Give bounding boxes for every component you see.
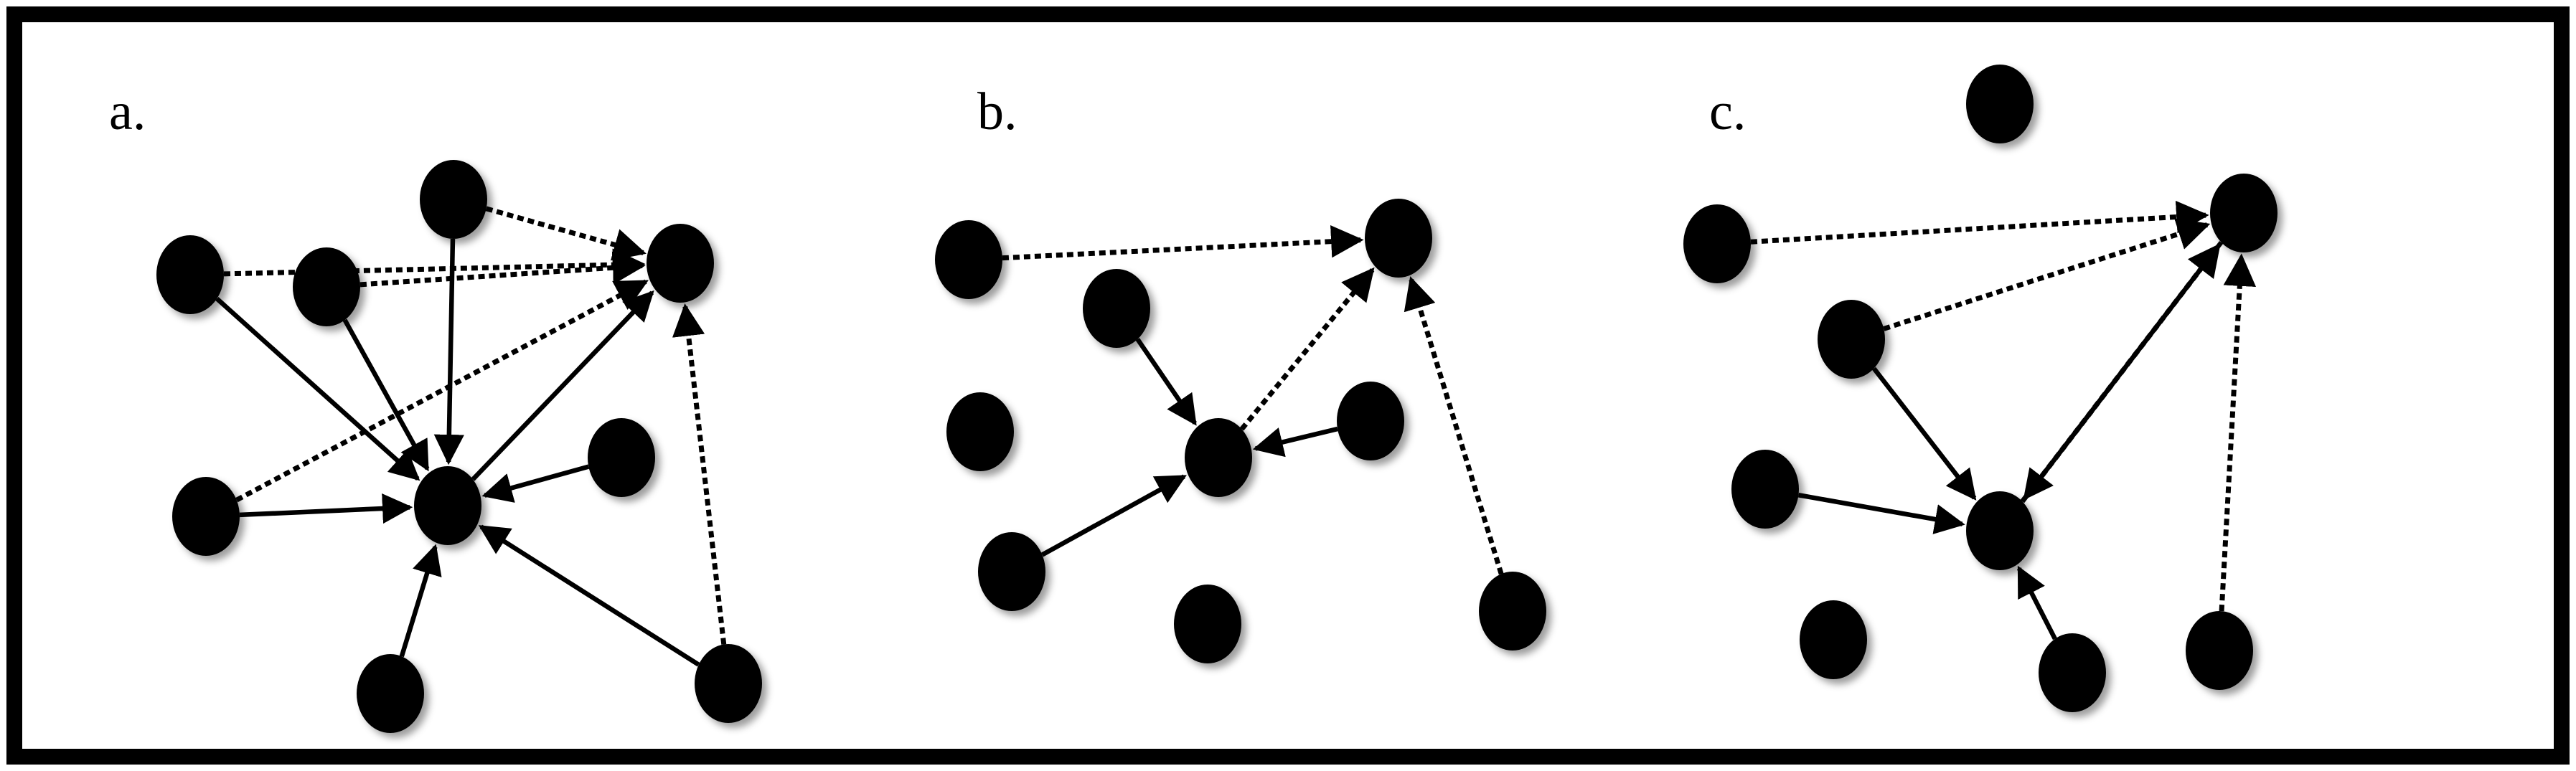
node-a1	[156, 235, 224, 314]
edge-a2-to-a6	[359, 251, 646, 288]
node-a9	[695, 644, 762, 723]
node-a7	[588, 418, 655, 497]
node-c5	[1731, 450, 1799, 529]
node-b9	[1479, 572, 1546, 651]
edge-a8-to-a5	[399, 544, 442, 658]
node-a8	[357, 654, 424, 733]
edge-a4-to-a5	[239, 493, 413, 524]
edge-c4-to-c6	[1872, 366, 1977, 501]
edge-a7-to-a5	[481, 464, 590, 503]
figure-frame	[6, 6, 2570, 765]
edge-b6-to-b5	[1252, 426, 1338, 458]
edge-c9-to-c3	[2219, 253, 2257, 612]
panel-b-label: b.	[977, 82, 1017, 141]
edge-a2-to-a5	[342, 318, 430, 472]
edge-a9-to-a5	[478, 524, 700, 667]
nodes-layer	[156, 65, 2277, 733]
edge-a5-to-a6	[471, 290, 654, 481]
node-c4	[1818, 300, 1885, 379]
node-b6	[1337, 382, 1404, 460]
node-b2	[1365, 199, 1432, 278]
node-b4	[946, 392, 1014, 471]
edge-c3-to-c6	[2023, 240, 2224, 501]
edge-b5-to-b2	[1239, 267, 1375, 431]
node-b7	[978, 532, 1045, 611]
panel-a-label: a.	[109, 82, 146, 141]
node-a6	[647, 224, 714, 303]
edge-a1-to-a5	[215, 297, 420, 481]
edge-a4-to-a6	[235, 279, 649, 503]
node-b8	[1174, 585, 1241, 663]
node-c1	[1966, 65, 2034, 143]
edge-a9-to-a6	[672, 303, 727, 645]
edge-a1-to-a6	[223, 248, 646, 281]
node-c3	[2210, 174, 2277, 252]
node-a2	[293, 247, 360, 326]
node-c2	[1683, 204, 1751, 283]
edge-a3-to-a6	[485, 206, 647, 261]
node-c7	[1800, 600, 1867, 679]
node-b1	[935, 220, 1002, 299]
node-b5	[1185, 418, 1252, 497]
edge-c8-to-c6	[2016, 565, 2057, 640]
node-c9	[2186, 611, 2253, 690]
node-c6	[1966, 491, 2034, 570]
edge-c4-to-c3	[1883, 218, 2211, 331]
edge-c5-to-c6	[1797, 493, 1965, 534]
edges-layer	[215, 200, 2257, 667]
node-a3	[420, 160, 487, 239]
edge-b3-to-b5	[1135, 338, 1197, 426]
edge-b7-to-b5	[1040, 474, 1187, 557]
panel-c-label: c.	[1709, 82, 1746, 141]
edge-b9-to-b2	[1404, 276, 1504, 575]
node-c8	[2039, 633, 2106, 712]
node-b3	[1083, 269, 1150, 348]
node-a4	[172, 477, 240, 556]
node-a5	[414, 466, 481, 545]
edge-b1-to-b2	[1002, 224, 1364, 261]
edge-c2-to-c3	[1750, 200, 2209, 245]
